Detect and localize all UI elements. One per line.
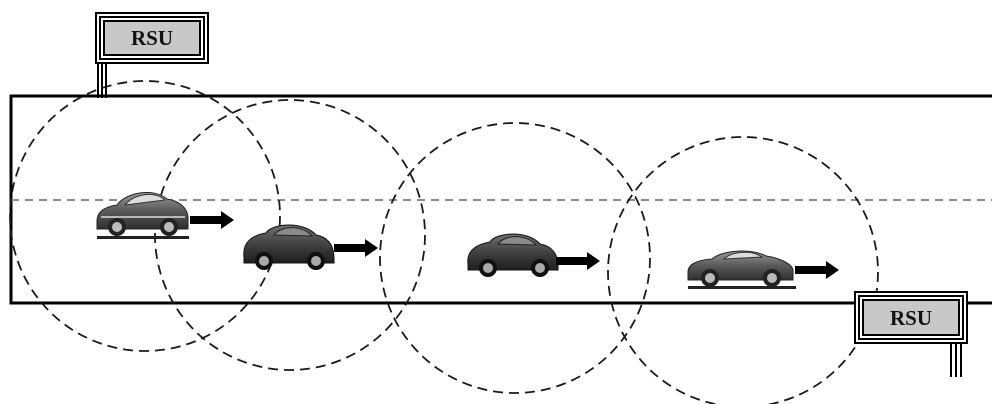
- rsu-sign: [103, 20, 201, 56]
- direction-arrow: [190, 211, 234, 229]
- vehicle-1: [96, 191, 234, 239]
- sports-car-icon: [96, 191, 189, 239]
- rsu-pole: [101, 40, 103, 98]
- vehicle-2: [243, 224, 378, 270]
- coverage-circle: [607, 136, 879, 404]
- rsu-label: RSU: [890, 306, 932, 330]
- coverage-circle: [379, 122, 651, 394]
- rsu-bottom: RSU: [854, 291, 968, 377]
- rsu-sign: [862, 299, 960, 336]
- rsu-pole: [950, 335, 952, 377]
- sports-car-icon: [687, 250, 796, 289]
- coverage-circle: [9, 80, 281, 352]
- rsu-pole: [105, 40, 107, 98]
- rsu-pole: [955, 335, 957, 377]
- coverage-circles: [9, 80, 879, 404]
- rsu-top: RSU: [95, 12, 209, 98]
- coverage-circle: [154, 99, 426, 371]
- rsu-label: RSU: [131, 26, 173, 50]
- rsu-pole: [97, 40, 99, 98]
- direction-arrow: [334, 239, 378, 257]
- vehicle-4: [687, 250, 839, 289]
- rsu-pole: [960, 335, 962, 377]
- direction-arrow: [556, 252, 600, 270]
- compact-car-icon: [467, 233, 559, 277]
- compact-car-icon: [243, 224, 335, 270]
- direction-arrow: [795, 261, 839, 279]
- vehicle-3: [467, 233, 600, 277]
